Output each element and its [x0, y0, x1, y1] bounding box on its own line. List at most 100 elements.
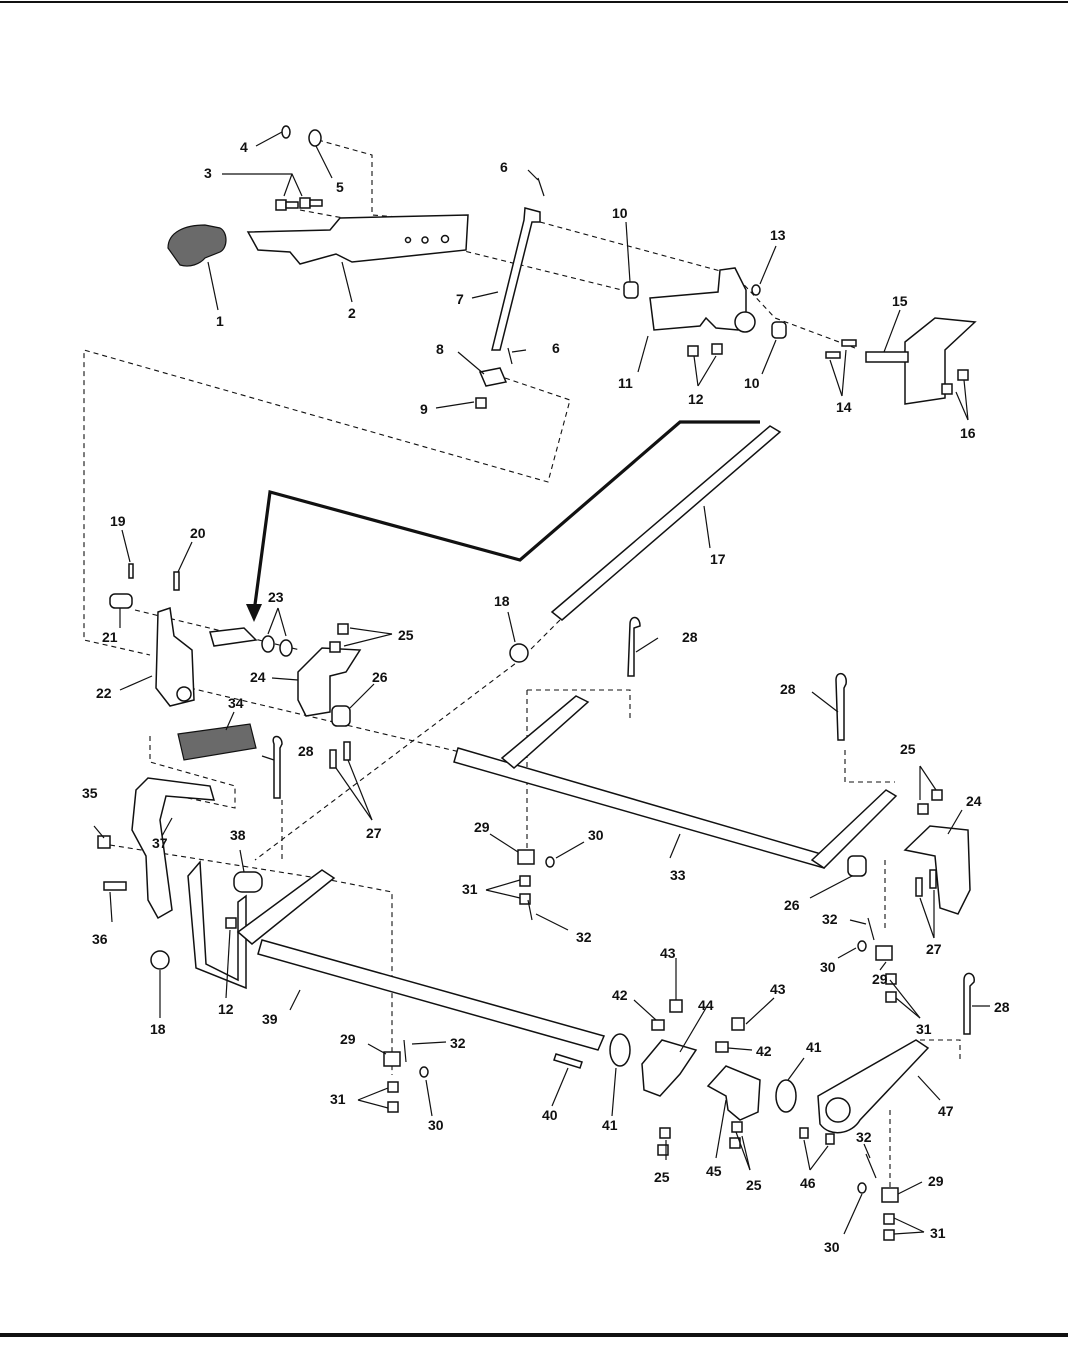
callout-29b: 29: [872, 971, 888, 987]
part-12-nut: [688, 346, 698, 356]
callout-18b: 18: [150, 1021, 166, 1037]
callout-26a: 26: [372, 669, 388, 685]
callout-17: 17: [710, 551, 726, 567]
callout-47: 47: [938, 1103, 954, 1119]
callout-25b: 25: [900, 741, 916, 757]
callout-42a: 42: [612, 987, 628, 1003]
part-1-handle-grip: [168, 225, 226, 266]
part-28-hook-rod: [836, 674, 846, 740]
part-21-clevis-pin: [110, 594, 132, 608]
callout-32a: 32: [576, 929, 592, 945]
callout-11: 11: [618, 375, 633, 391]
part-2-lift-lever: [248, 215, 468, 264]
part-20-roll-pin: [174, 572, 179, 590]
callout-29d: 29: [928, 1173, 944, 1189]
part-9-nut: [476, 398, 486, 408]
part-12-nut: [712, 344, 722, 354]
callout-37: 37: [152, 835, 168, 851]
callout-15: 15: [892, 293, 908, 309]
part-15-shaft-bracket: [905, 318, 975, 404]
callout-25d: 25: [746, 1177, 762, 1193]
callout-40: 40: [542, 1107, 558, 1123]
callout-29a: 29: [474, 819, 490, 835]
callout-10b: 10: [744, 375, 760, 391]
callout-6b: 6: [552, 340, 560, 356]
part-34-pedal-pad: [178, 724, 256, 760]
part-36-bolt: [104, 882, 126, 890]
part-6-clip: [538, 178, 544, 196]
callout-44: 44: [698, 997, 714, 1013]
part-23-washer: [280, 640, 292, 656]
part-14-bolt: [842, 340, 856, 346]
callout-36: 36: [92, 931, 108, 947]
callout-28b: 28: [780, 681, 796, 697]
callout-12a: 12: [688, 391, 704, 407]
callout-31b: 31: [916, 1021, 932, 1037]
callout-43b: 43: [770, 981, 786, 997]
part-13-washer: [752, 285, 760, 295]
callout-46: 46: [800, 1175, 816, 1191]
part-24-mount-bracket: [298, 648, 360, 716]
callout-27a: 27: [366, 825, 382, 841]
part-27-bolts: [330, 742, 936, 896]
routing-arrowhead: [246, 604, 262, 622]
part-12-nut: [226, 918, 236, 928]
callout-42b: 42: [756, 1043, 772, 1059]
part-2-hole: [422, 237, 428, 243]
part-40-key: [554, 1054, 582, 1068]
callout-23: 23: [268, 589, 284, 605]
callout-2: 2: [348, 305, 356, 321]
part-4-ring: [282, 126, 290, 138]
callout-30a: 30: [588, 827, 604, 843]
callout-6a: 6: [500, 159, 508, 175]
part-46-set-screw: [826, 1134, 834, 1144]
part-2-hole: [406, 238, 411, 243]
callout-34: 34: [228, 695, 244, 711]
part-16-nut: [942, 384, 952, 394]
callout-33: 33: [670, 867, 686, 883]
callout-10a: 10: [612, 205, 628, 221]
part-5-washer: [309, 130, 321, 146]
callout-16: 16: [960, 425, 976, 441]
leader-lines: [94, 132, 990, 1234]
part-6-clip: [508, 348, 512, 364]
callout-14: 14: [836, 399, 852, 415]
callout-32b: 32: [822, 911, 838, 927]
part-46-set-screw: [800, 1128, 808, 1138]
callout-35: 35: [82, 785, 98, 801]
callout-22: 22: [96, 685, 112, 701]
part-28-hook-rod: [273, 737, 282, 799]
part-26-bushing: [332, 706, 350, 726]
callout-32c: 32: [450, 1035, 466, 1051]
callout-4: 4: [240, 139, 248, 155]
callout-41a: 41: [602, 1117, 618, 1133]
callout-13: 13: [770, 227, 786, 243]
part-41-bearing: [776, 1080, 796, 1112]
part-10-bushing: [772, 322, 786, 338]
part-10-bushing: [624, 282, 638, 298]
part-39-cross-shaft: [258, 940, 604, 1050]
callout-18a: 18: [494, 593, 510, 609]
part-45-bearing-bracket: [708, 1066, 760, 1120]
callout-20: 20: [190, 525, 206, 541]
callout-41b: 41: [806, 1039, 822, 1055]
part-33-arm: [502, 696, 588, 768]
part-23-washer: [262, 636, 274, 652]
callout-38: 38: [230, 827, 246, 843]
callout-32d: 32: [856, 1129, 872, 1145]
callout-26b: 26: [784, 897, 800, 913]
part-41-bearing: [610, 1034, 630, 1066]
callout-8: 8: [436, 341, 444, 357]
part-38-pivot-pin: [234, 872, 262, 892]
part-2-hole: [442, 236, 449, 243]
part-11-hub: [735, 312, 755, 332]
callout-3: 3: [204, 165, 212, 181]
part-28-hook-rod: [964, 973, 974, 1034]
rod-routing-line: [254, 422, 760, 612]
part-19-cotter-pin: [129, 564, 133, 578]
part-18-bushing: [510, 644, 528, 662]
part-14-bolt: [826, 352, 840, 358]
callout-25c: 25: [654, 1169, 670, 1185]
part-3-bolts: [276, 198, 322, 210]
part-26-bushing: [848, 856, 866, 876]
